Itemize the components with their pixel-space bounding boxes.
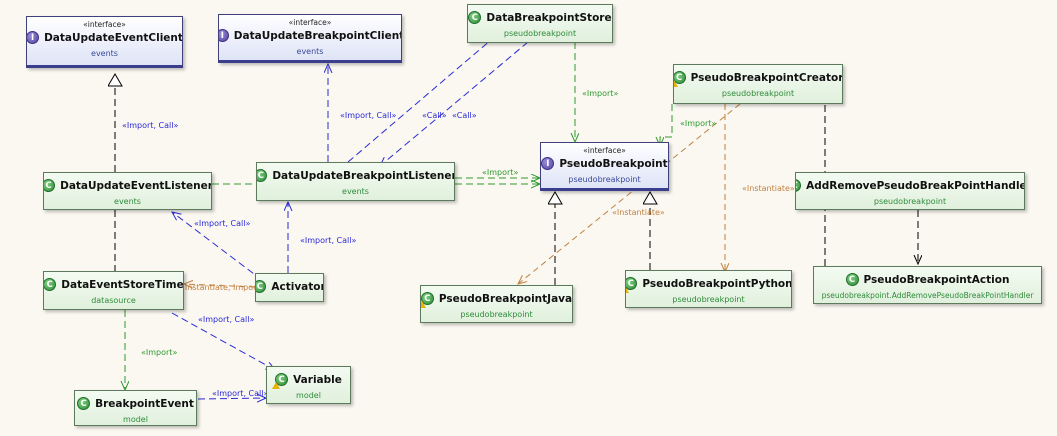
node-name: DataUpdateBreakpointListener: [272, 169, 455, 182]
package-label: pseudobreakpoint: [873, 197, 947, 206]
instantiate-edge: [184, 284, 256, 287]
node-add-remove-pseudo-breakpoint-handler[interactable]: C AddRemovePseudoBreakPointHandler pseudo…: [795, 172, 1025, 210]
class-icon: C: [421, 292, 434, 308]
interface-icon: I: [541, 157, 555, 170]
node-pseudo-breakpoint-action[interactable]: C PseudoBreakpointAction pseudobreakpoint…: [813, 266, 1042, 304]
edge-label: «Instantiate»: [612, 208, 665, 217]
node-name: BreakpointEvent: [95, 397, 194, 410]
package-label: events: [91, 49, 118, 58]
class-icon: C: [796, 179, 802, 192]
call-edge: [380, 41, 529, 166]
warning-icon: [626, 286, 630, 293]
edge-label: «Import, Call»: [212, 389, 268, 398]
node-name: PseudoBreakpointCreator: [690, 71, 843, 84]
edge-label: «Import»: [582, 89, 618, 98]
node-name: AddRemovePseudoBreakPointHandler: [806, 179, 1025, 192]
edge-label: «Call»: [452, 111, 477, 120]
node-data-update-event-listener[interactable]: C DataUpdateEventListener events: [43, 172, 212, 210]
node-name: Variable: [293, 373, 342, 386]
class-icon: C: [845, 273, 859, 286]
node-pseudo-breakpoint-creator[interactable]: C PseudoBreakpointCreator pseudobreakpoin…: [673, 64, 843, 104]
class-icon: C: [44, 278, 57, 291]
node-name: DataBreakpointStore: [486, 11, 612, 24]
node-name: PseudoBreakpointAction: [863, 273, 1010, 286]
node-variable[interactable]: C Variable model: [266, 366, 351, 404]
package-label: datasource: [91, 296, 136, 305]
package-label: model: [296, 391, 321, 400]
warning-icon: [421, 301, 426, 308]
call-edge: [171, 312, 275, 370]
node-name: DataUpdateEventClient: [44, 31, 183, 44]
package-label: pseudobreakpoint: [672, 295, 745, 304]
package-label: events: [114, 197, 141, 206]
interface-icon: I: [219, 29, 229, 42]
instantiate-edge: [518, 103, 741, 284]
class-icon: C: [257, 169, 268, 182]
stereotype-label: «interface»: [288, 18, 332, 27]
edge-label: «Call»: [422, 111, 447, 120]
interface-icon: I: [27, 31, 40, 44]
package-label: events: [342, 187, 369, 196]
node-name: DataEventStoreTime: [61, 278, 184, 291]
edge-label: «Import»: [680, 119, 716, 128]
node-name: Activator: [271, 280, 324, 293]
package-label: events: [296, 47, 324, 56]
edge-label: «Import»: [141, 348, 177, 357]
edge-label: «Instantiate»: [742, 184, 795, 193]
package-label: pseudobreakpoint: [503, 29, 577, 38]
node-data-update-breakpoint-listener[interactable]: C DataUpdateBreakpointListener events: [256, 162, 455, 201]
warning-icon: [272, 382, 281, 389]
node-pseudo-breakpoint-java[interactable]: C PseudoBreakpointJava pseudobreakpoint: [420, 285, 573, 323]
package-label: pseudobreakpoint: [568, 175, 641, 184]
node-data-update-event-client[interactable]: «interface» I DataUpdateEventClient event…: [26, 16, 183, 68]
node-name: PseudoBreakpointPython: [642, 277, 792, 290]
class-icon: C: [272, 373, 289, 389]
package-label: pseudobreakpoint: [460, 310, 533, 319]
warning-icon: [674, 80, 678, 87]
edge-label: «Import, Call»: [194, 219, 250, 228]
edge-label: «Import, Call»: [300, 236, 356, 245]
edge-label: «Import, Call»: [198, 315, 254, 324]
call-edge: [347, 28, 505, 163]
call-edge: [197, 398, 266, 399]
class-icon: C: [626, 277, 638, 293]
node-name: DataUpdateEventListener: [60, 179, 212, 192]
class-icon: C: [256, 280, 267, 293]
class-icon: C: [468, 11, 482, 24]
import-edge: [660, 104, 673, 146]
package-label: pseudobreakpoint.AddRemovePseudoBreakPoi…: [821, 291, 1034, 300]
stereotype-label: «interface»: [83, 20, 126, 29]
edge-label: «Instantiate, Import»: [180, 283, 265, 292]
class-icon: C: [674, 71, 686, 87]
node-activator[interactable]: C Activator: [255, 273, 324, 302]
node-breakpoint-event[interactable]: C BreakpointEvent model: [74, 390, 197, 426]
node-data-event-store-time[interactable]: C DataEventStoreTime datasource: [43, 271, 184, 310]
node-name: DataUpdateBreakpointClient: [233, 29, 402, 42]
class-icon: C: [44, 179, 56, 192]
node-pseudo-breakpoint[interactable]: «interface» I PseudoBreakpoint pseudobrea…: [540, 142, 669, 191]
package-label: pseudobreakpoint: [721, 89, 795, 98]
edge-label: «Import, Call»: [122, 121, 178, 130]
package-label: model: [123, 415, 148, 424]
class-icon: C: [77, 397, 91, 410]
node-name: PseudoBreakpointJava: [438, 292, 573, 305]
call-edge: [172, 212, 263, 281]
edge-label: «Import, Call»: [340, 111, 396, 120]
node-name: PseudoBreakpoint: [559, 157, 668, 170]
node-pseudo-breakpoint-python[interactable]: C PseudoBreakpointPython pseudobreakpoint: [625, 270, 792, 308]
stereotype-label: «interface»: [583, 146, 626, 155]
node-data-breakpoint-store[interactable]: C DataBreakpointStore pseudobreakpoint: [467, 4, 613, 43]
edge-label: «Import»: [482, 168, 518, 177]
